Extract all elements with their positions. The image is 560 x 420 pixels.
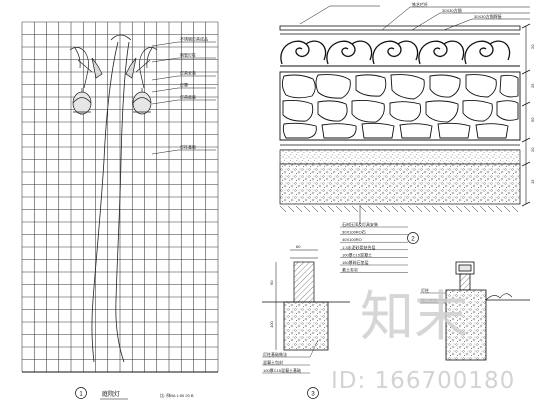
section-dimension-value: 15 bbox=[530, 179, 535, 184]
callout-leader bbox=[151, 41, 179, 47]
right-lamp-fixture bbox=[125, 47, 158, 115]
left-lamp-fixture bbox=[69, 47, 103, 115]
detail-dimensions: 60 90 100 bbox=[269, 244, 318, 350]
section-dimension-value: 50 bbox=[530, 117, 535, 122]
section-layer-note: 150厚碎石垫层 bbox=[342, 259, 369, 265]
section-top-label: 30X30方钢 bbox=[442, 7, 462, 13]
watermark-logo: 知末 bbox=[360, 285, 468, 348]
scroll-ornament bbox=[280, 40, 310, 65]
callout-leader bbox=[151, 75, 179, 81]
scroll-ornament-tail bbox=[443, 40, 465, 61]
detail-right-label: 素土夯实 bbox=[421, 297, 437, 303]
section-layer-note: 石材压顶及灯具安装 bbox=[342, 221, 378, 227]
section-dimension-value: 20 bbox=[530, 44, 535, 49]
lamp-post-outline bbox=[91, 41, 130, 363]
dimension-tick bbox=[521, 101, 531, 107]
section-layer-note: 1:3水泥砂浆结合层 bbox=[342, 244, 376, 250]
railing-top-bar bbox=[279, 25, 521, 31]
elevation-callout-label: 不锈钢灯具成品 bbox=[180, 36, 208, 42]
detail-left-note: 混凝土包封 bbox=[263, 359, 283, 365]
top-leader bbox=[381, 6, 411, 31]
detail-footing bbox=[283, 301, 329, 351]
section-layer-note: 40X100RO bbox=[342, 237, 362, 242]
scroll-ornament bbox=[464, 40, 494, 65]
concrete-layer bbox=[279, 149, 521, 165]
earth-line bbox=[279, 205, 519, 213]
elevation-scale-note: 比: 例BA 1:50 20 B bbox=[160, 392, 194, 398]
note-leader bbox=[309, 339, 319, 358]
detail-right-label: 灯柱 bbox=[421, 287, 429, 293]
stone-wall bbox=[279, 71, 521, 141]
dimension-tick bbox=[521, 137, 531, 143]
callout-leader bbox=[151, 87, 179, 93]
detail-number-marker: 3 bbox=[307, 387, 319, 399]
callout-leader bbox=[151, 99, 179, 105]
section-top-label: 30X30方钢焊接 bbox=[474, 13, 502, 19]
scroll-ornament-tail bbox=[489, 40, 511, 61]
railing-scrolls bbox=[280, 40, 511, 65]
section-number: 2 bbox=[411, 237, 415, 243]
elevation-callout-label: 钢管灯柱 bbox=[180, 52, 196, 58]
scroll-ornament bbox=[326, 40, 356, 65]
dimension-tick bbox=[521, 201, 531, 207]
lamp-post-cap bbox=[110, 34, 132, 41]
wall-section-panel: 铁艺栏杆 30X30方钢 30X30方钢焊接 20 25 50 20 15 2 石材压顶及灯… bbox=[279, 1, 535, 273]
scroll-ornament-tail bbox=[397, 40, 419, 61]
section-layer-note: 100厚C15混凝土 bbox=[342, 251, 372, 257]
lamp-base-detail bbox=[420, 261, 530, 361]
section-dimension-value: 25 bbox=[530, 83, 535, 88]
detail-column bbox=[293, 261, 315, 303]
dimension-tick bbox=[521, 23, 531, 29]
detail-dimension-value: 100 bbox=[269, 321, 274, 328]
callout-leader bbox=[151, 149, 179, 155]
top-leader bbox=[299, 5, 331, 25]
elevation-title-block: 1 庭院灯 比: 例BA 1:50 20 B bbox=[75, 387, 194, 400]
section-dimension-chain: 20 25 50 20 15 bbox=[521, 23, 535, 207]
detail-left-note: 灯柱基础做法 bbox=[263, 351, 287, 357]
section-top-label: 铁艺栏杆 bbox=[412, 1, 428, 7]
scroll-ornament bbox=[372, 40, 402, 65]
section-top-callouts: 铁艺栏杆 30X30方钢 30X30方钢焊接 bbox=[299, 1, 530, 31]
scroll-ornament-tail bbox=[305, 40, 327, 61]
section-layer-note: 30X100RO石 bbox=[342, 230, 366, 235]
detail-left-note: 100厚C15混凝土基础 bbox=[263, 367, 301, 373]
detail-dimension-value: 90 bbox=[269, 280, 274, 285]
section-dimension-value: 20 bbox=[530, 147, 535, 152]
detail-number: 3 bbox=[311, 392, 315, 398]
section-number-marker: 2 bbox=[407, 232, 419, 244]
gravel-layer bbox=[279, 163, 521, 205]
elevation-grid bbox=[21, 21, 219, 373]
elevation-callout-label: 灯具安装 bbox=[180, 70, 196, 76]
section-layer-notes: 石材压顶及灯具安装 30X100RO石 40X100RO 1:3水泥砂浆结合层100厚… bbox=[340, 205, 408, 273]
top-leader bbox=[411, 12, 441, 31]
scroll-ornament-tail bbox=[351, 40, 373, 61]
elevation-number: 1 bbox=[79, 392, 83, 398]
watermark-id: ID: 166700180 bbox=[331, 368, 515, 394]
watermark: 知末 ID: 166700180 bbox=[331, 285, 515, 394]
elevation-callout-label: 灯具底座 bbox=[180, 94, 196, 100]
top-leader bbox=[443, 18, 473, 31]
scroll-ornament bbox=[418, 40, 448, 65]
dimension-tick bbox=[521, 161, 531, 167]
section-layer-note: 素土夯实 bbox=[342, 267, 358, 273]
dimension-tick bbox=[521, 69, 531, 75]
callout-leader bbox=[151, 57, 179, 63]
elevation-title: 庭院灯 bbox=[102, 390, 120, 398]
elevation-callout-label: 灯柱基础 bbox=[180, 144, 196, 150]
elevation-callout-label: 灯罩 bbox=[180, 82, 188, 88]
detail-dimension-value: 60 bbox=[296, 244, 301, 249]
